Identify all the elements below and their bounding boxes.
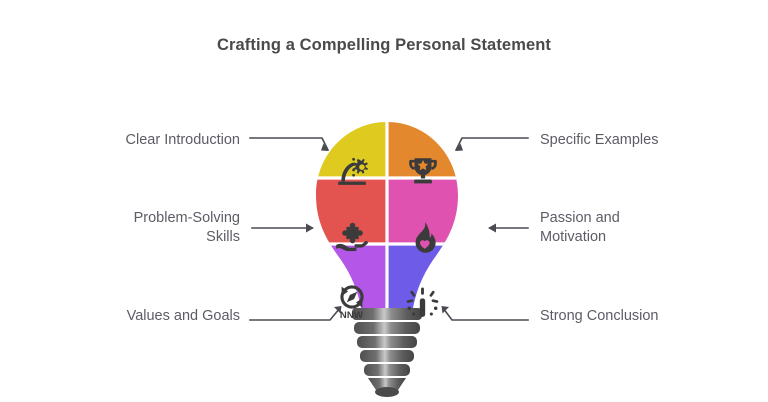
segment-icon-strong-conclusion xyxy=(387,270,458,336)
segment-icon-problem-solving-skills xyxy=(316,204,387,270)
segment-icon-clear-introduction xyxy=(316,138,387,204)
callout-label-values-and-goals: Values and Goals xyxy=(126,308,240,324)
lightbulb-diagram: NNW xyxy=(296,112,478,402)
segment-icon-values-and-goals: NNW xyxy=(316,270,387,336)
segment-icon-specific-examples xyxy=(387,138,458,204)
bulb-screw-base xyxy=(352,308,422,397)
compass-direction-label: NNW xyxy=(339,310,364,321)
callout-label-clear-introduction: Clear Introduction xyxy=(125,132,240,148)
callout-label-passion-and-motivation: Passion and Motivation xyxy=(540,210,620,246)
flame-heart-icon xyxy=(415,221,436,253)
page-title: Crafting a Compelling Personal Statement xyxy=(216,36,552,54)
launch-pad-icon xyxy=(337,157,368,185)
magic-wand-icon xyxy=(406,287,439,317)
compass-icon xyxy=(339,285,364,309)
trophy-icon xyxy=(408,158,437,184)
segment-icon-passion-and-motivation xyxy=(387,204,458,270)
callout-label-problem-solving-skills: Problem-Solving Skills xyxy=(133,210,240,246)
callout-label-strong-conclusion: Strong Conclusion xyxy=(540,308,659,324)
arrowhead-passion-and-motivation xyxy=(488,223,496,233)
hand-puzzle-icon xyxy=(335,222,368,252)
callout-label-specific-examples: Specific Examples xyxy=(540,132,659,148)
